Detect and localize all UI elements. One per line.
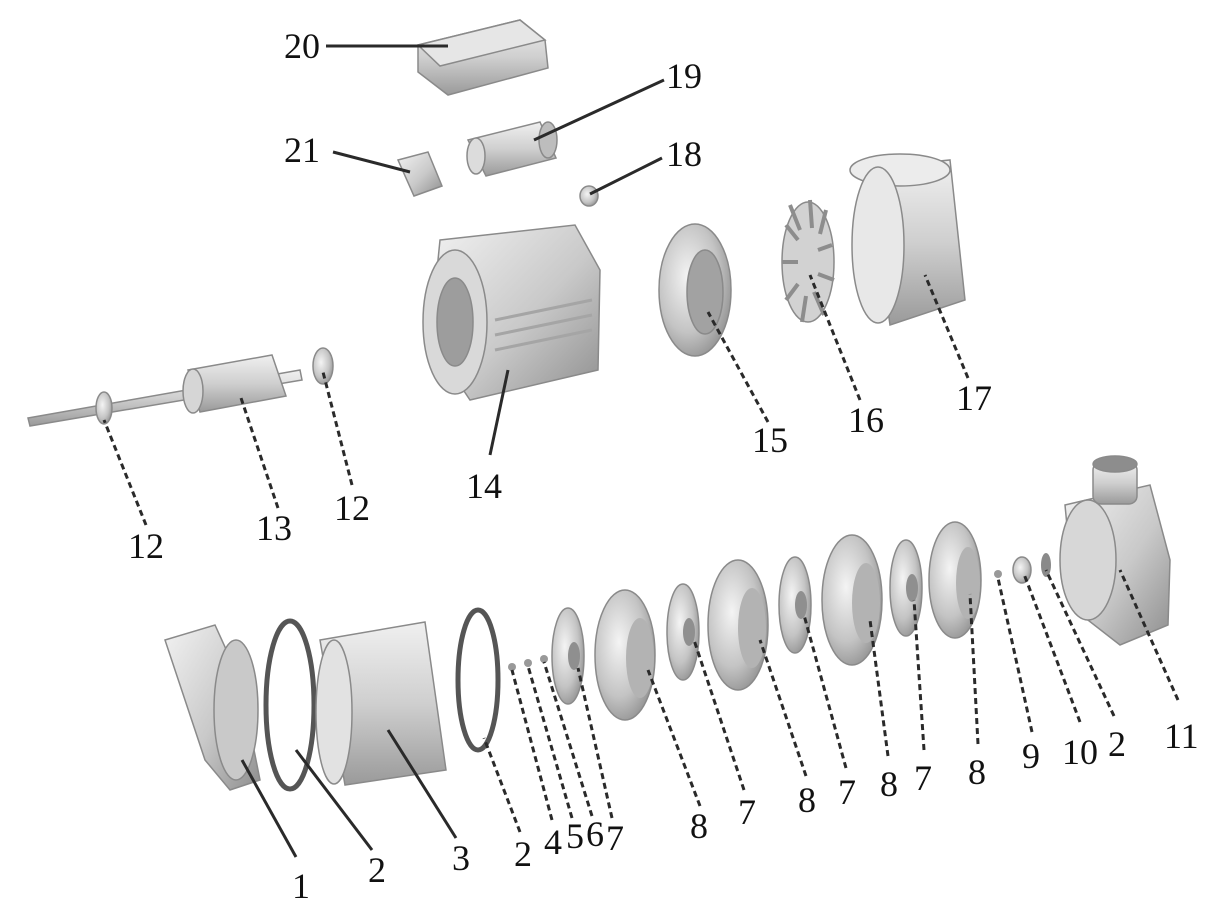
bearing-left-part: [95, 391, 113, 425]
callout-7-first: 7: [606, 818, 624, 858]
stage-2-part: [707, 559, 769, 691]
pump-body-part: [1059, 455, 1171, 646]
sleeve-part: [315, 621, 447, 786]
callout-7-second: 7: [738, 792, 756, 832]
callout-8-third: 8: [880, 764, 898, 804]
rotor-shaft-part: [27, 354, 303, 427]
stage-3-part: [821, 534, 883, 666]
terminal-box-cover-part: [416, 19, 549, 96]
fan-part: [781, 199, 835, 323]
callout-17: 17: [956, 378, 992, 418]
callout-15: 15: [752, 420, 788, 460]
callout-7-fourth: 7: [914, 758, 932, 798]
callout-18: 18: [666, 134, 702, 174]
callout-19: 19: [666, 56, 702, 96]
callout-6: 6: [586, 814, 604, 854]
impeller-2-part: [666, 583, 700, 681]
callout-21: 21: [284, 130, 320, 170]
callout-9: 9: [1022, 736, 1040, 776]
motor-housing-part: [422, 224, 601, 401]
impeller-1-part: [551, 607, 585, 705]
callout-8-fourth: 8: [968, 752, 986, 792]
callout-2-left: 2: [368, 850, 386, 890]
pump-casing-part: [164, 624, 261, 791]
small-parts-9-10-2: [994, 553, 1051, 584]
callout-20: 20: [284, 26, 320, 66]
stage-1-part: [594, 589, 656, 721]
o-ring-middle-part: [455, 607, 501, 753]
o-ring-left-part: [263, 618, 317, 792]
fan-cover-part: [849, 153, 966, 326]
terminal-block-part: [396, 151, 443, 197]
impeller-4-part: [889, 539, 923, 637]
callout-8-second: 8: [798, 780, 816, 820]
callout-3: 3: [452, 838, 470, 878]
callout-8-first: 8: [690, 806, 708, 846]
impeller-3-part: [778, 556, 812, 654]
capacitor-part: [466, 121, 558, 177]
leader-lines: [102, 44, 1180, 858]
small-parts-4-5-6: [508, 655, 548, 671]
callout-14: 14: [466, 466, 502, 506]
callout-16: 16: [848, 400, 884, 440]
callout-12-right: 12: [334, 488, 370, 528]
callout-11: 11: [1164, 716, 1199, 756]
stage-4-part: [928, 521, 982, 639]
callout-12-left: 12: [128, 526, 164, 566]
callout-5: 5: [566, 816, 584, 856]
callout-labels: 20 19 21 18 14 15 16 17 12 13 12 1 2 3 2…: [128, 26, 1199, 906]
callout-13: 13: [256, 508, 292, 548]
callout-7-third: 7: [838, 772, 856, 812]
callout-10: 10: [1062, 732, 1098, 772]
callout-2-middle: 2: [514, 834, 532, 874]
end-shield-part: [658, 223, 732, 357]
callout-1: 1: [292, 866, 310, 906]
plug-part: [579, 185, 599, 207]
bearing-right-part: [312, 347, 334, 385]
callout-2-right: 2: [1108, 724, 1126, 764]
callout-4: 4: [544, 822, 562, 862]
